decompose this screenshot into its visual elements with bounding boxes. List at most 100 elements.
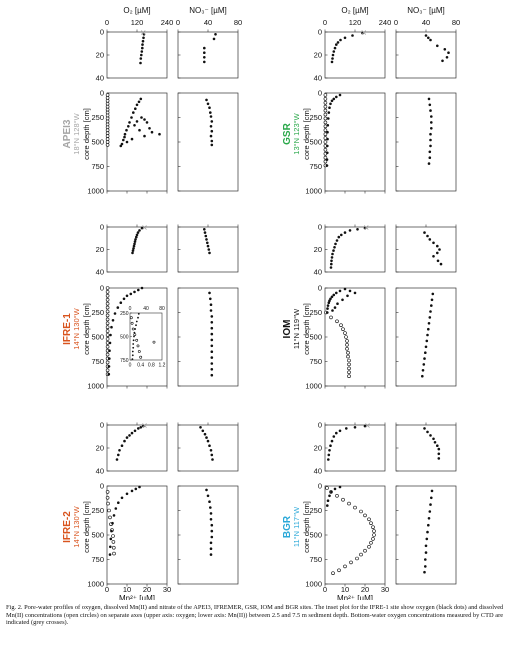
o2-point xyxy=(345,427,348,430)
mn-point xyxy=(367,517,371,522)
o2-point xyxy=(111,319,115,322)
no3-point xyxy=(209,541,213,545)
mn-point xyxy=(372,533,376,537)
o2-point xyxy=(330,60,334,64)
inset-mn-point xyxy=(131,327,135,331)
o2-point xyxy=(332,249,335,252)
no3-point xyxy=(210,453,214,457)
no3-point xyxy=(210,362,214,365)
gsr-bottom-water-o2-marker xyxy=(361,30,367,35)
no3-point xyxy=(210,326,214,330)
mn-tick-label: 20 xyxy=(143,585,151,594)
mn-point xyxy=(105,107,110,112)
no3-point xyxy=(421,374,424,378)
no3-point xyxy=(206,244,210,248)
inset-o2-point xyxy=(135,320,138,323)
no3-point xyxy=(428,510,432,513)
apei3-lower-o2-mn-panel xyxy=(106,92,168,192)
o2-point xyxy=(140,53,143,57)
mn-point xyxy=(345,342,349,347)
no3-point xyxy=(432,241,435,245)
no3-point xyxy=(428,150,432,154)
mn-tick-label: 10 xyxy=(341,585,349,594)
o2-point xyxy=(109,545,112,549)
no3-point xyxy=(443,48,447,51)
no3-point xyxy=(203,46,206,50)
mn-point xyxy=(371,525,375,530)
depth-tick-label: 20 xyxy=(314,245,322,254)
mn-point xyxy=(335,493,339,498)
no3-point xyxy=(210,143,214,147)
mn-point xyxy=(347,366,351,371)
o2-point xyxy=(128,434,131,437)
o2-point xyxy=(119,301,123,305)
gsr-lower-o2-mn-panel xyxy=(324,92,386,192)
depth-tick-label: 500 xyxy=(91,138,104,147)
mn-point xyxy=(323,155,328,160)
o2-point xyxy=(327,117,330,120)
core-depth-axis-title: core depth [cm] xyxy=(302,501,311,553)
o2-point xyxy=(141,39,145,43)
depth-tick-label: 40 xyxy=(96,268,104,277)
o2-point xyxy=(326,130,329,134)
o2-tick-label: 0 xyxy=(323,18,327,27)
depth-tick-label: 40 xyxy=(96,74,104,83)
o2-point xyxy=(140,116,143,119)
no3-point xyxy=(210,373,214,377)
o2-point xyxy=(150,130,154,134)
no3-tick-label: 80 xyxy=(234,18,242,27)
mn-point xyxy=(345,346,349,351)
mn-point xyxy=(105,301,110,306)
bottom-water-cross-stroke xyxy=(361,30,367,35)
no3-point xyxy=(428,316,432,319)
depth-tick-label: 0 xyxy=(318,89,322,98)
no3-point xyxy=(210,332,214,336)
no3-point xyxy=(199,426,202,429)
no3-point xyxy=(429,434,432,437)
no3-point xyxy=(210,344,214,348)
o2-point xyxy=(158,132,161,136)
o2-point xyxy=(118,449,121,452)
o2-point xyxy=(351,34,354,37)
no3-point xyxy=(445,56,449,59)
iom-bottom-water-o2-marker xyxy=(363,225,369,230)
depth-tick-label: 20 xyxy=(314,444,322,453)
mn-point xyxy=(325,486,329,490)
no3-point xyxy=(210,529,214,533)
mn-point xyxy=(323,140,328,144)
o2-point xyxy=(343,287,347,291)
no3-axis-title: NO₃⁻ [µM] xyxy=(189,6,226,15)
o2-point xyxy=(109,333,112,337)
mn-point xyxy=(105,128,110,132)
depth-tick-label: 1000 xyxy=(87,580,104,589)
o2-point xyxy=(138,229,141,232)
no3-point xyxy=(437,452,441,456)
mn-point xyxy=(105,290,110,294)
mn-point xyxy=(346,350,350,355)
depth-tick-label: 20 xyxy=(96,245,104,254)
gsr-site-location: 13°N 123°W xyxy=(292,112,301,154)
no3-point xyxy=(430,489,434,493)
no3-point xyxy=(436,244,439,248)
inset-o2-point xyxy=(131,350,134,353)
o2-point xyxy=(331,309,334,312)
ifre-2-site-location: 14°N 130°W xyxy=(72,505,81,547)
o2-point xyxy=(114,507,118,510)
o2-point xyxy=(338,289,342,293)
inset-o2-point xyxy=(133,331,136,334)
o2-point xyxy=(135,120,139,123)
mn-point xyxy=(111,534,115,538)
no3-point xyxy=(203,56,206,59)
depth-tick-label: 0 xyxy=(318,482,322,491)
o2-point xyxy=(132,111,135,114)
o2-point xyxy=(336,302,339,306)
mn-point xyxy=(105,140,110,144)
o2-point xyxy=(326,304,330,307)
mn-point xyxy=(343,331,347,335)
o2-point xyxy=(135,235,138,239)
o2-axis-title: O₂ [µM] xyxy=(341,6,368,15)
no3-axis-title: NO₃⁻ [µM] xyxy=(407,6,444,15)
mn-point xyxy=(372,529,376,533)
iom-lower-o2-mn-panel xyxy=(324,287,386,387)
no3-point xyxy=(428,238,432,241)
